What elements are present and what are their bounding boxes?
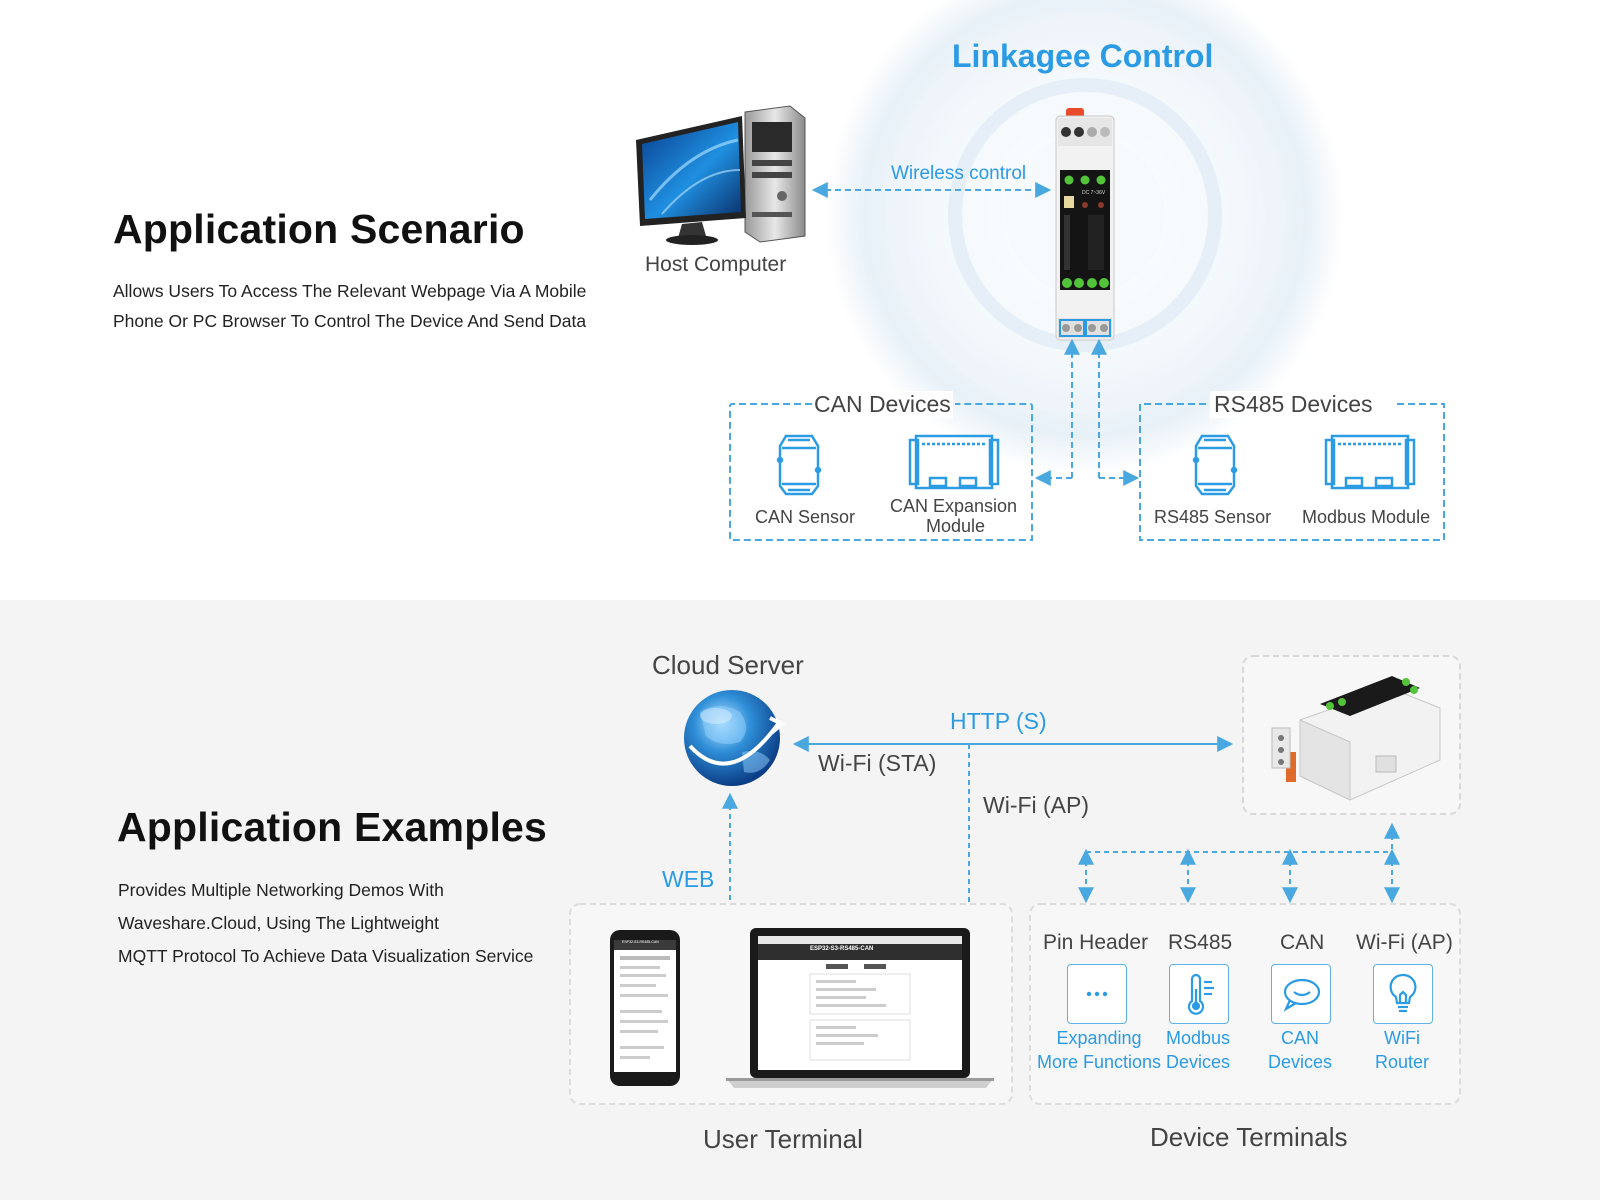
http-label: HTTP (S) [950,708,1047,734]
device-terminals-box [1029,903,1461,1105]
thermometer-icon [1187,973,1214,1015]
lightbulb-icon [1389,973,1417,1013]
laptop-image [726,928,994,1088]
modbus-module-icon [1324,434,1416,490]
device-terminals-connectors [1078,822,1400,904]
terminal-wifi-line-1: WiFi [1384,1028,1420,1048]
rs485-sensor-label: RS485 Sensor [1154,507,1272,527]
terminal-icon-box-wifi [1373,964,1433,1024]
device-perspective-image [1271,676,1441,801]
modbus-module-label: Modbus Module [1302,507,1431,527]
terminal-can-line-1: CAN [1280,1028,1319,1048]
wifi-ap-label: Wi-Fi (AP) [983,792,1090,818]
terminal-rs485-line-1: Modbus [1165,1028,1231,1048]
can-devices-title: CAN Devices [812,391,953,418]
can-sensor-icon [776,434,822,496]
laptop-screen-title: ESP32-S3-RS485-CAN [810,946,874,952]
linkage-control-heading: Linkagee Control [952,38,1214,74]
web-label: WEB [662,866,715,892]
device-bus-connectors [1034,338,1140,486]
rs485-sensor-icon [1192,434,1238,496]
terminal-can-line-2: Devices [1267,1052,1333,1072]
host-computer-label: Host Computer [645,253,787,276]
device-voltage-text: DC 7~36V [1082,190,1106,196]
can-expansion-label-line-2: Module [926,516,986,536]
phone-image [610,930,680,1086]
can-sensor-label: CAN Sensor [755,507,856,527]
examples-description-line-2: Waveshare.Cloud, Using The Lightweight [118,913,440,933]
rs485-devices-box [1139,403,1445,541]
examples-description-line-3: MQTT Protocol To Achieve Data Visualizat… [118,946,534,966]
terminal-wifi-line-2: Router [1374,1052,1430,1072]
terminal-header-can: CAN [1280,931,1325,954]
phone-screen-title: ESP32-S3-RS485-CAN [622,940,659,944]
chat-bubble-icon [1283,978,1321,1012]
cloud-server-globe-icon [684,690,786,786]
can-devices-box [729,403,1033,541]
user-terminal-label: User Terminal [703,1124,863,1154]
examples-description-line-1: Provides Multiple Networking Demos With [118,880,444,900]
wifi-sta-label: Wi-Fi (STA) [818,750,937,776]
terminal-icon-box-rs485 [1169,964,1229,1024]
scenario-description-line-1: Allows Users To Access The Relevant Webp… [113,281,587,301]
scenario-description-line-2: Phone Or PC Browser To Control The Devic… [113,311,587,331]
cloud-server-label: Cloud Server [652,650,804,680]
rs485-devices-title: RS485 Devices [1210,391,1377,418]
terminal-rs485-line-2: Devices [1165,1052,1231,1072]
host-computer-icon [636,105,806,245]
device-terminals-label: Device Terminals [1150,1122,1348,1152]
terminal-header-rs485: RS485 [1168,931,1233,954]
terminal-icon-box-can [1271,964,1331,1024]
terminal-pin-line-1: Expanding [1056,1028,1142,1048]
terminal-header-wifi: Wi-Fi (AP) [1356,931,1453,954]
can-expansion-label-line-1: CAN Expansion [890,496,1018,516]
scenario-title: Application Scenario [113,206,525,252]
wireless-control-label: Wireless control [891,163,1027,184]
terminal-pin-line-2: More Functions [1036,1052,1162,1072]
terminal-header-pin: Pin Header [1043,931,1149,954]
dots-icon [1086,991,1108,997]
terminal-icon-box-pin [1067,964,1127,1024]
can-expansion-module-icon [908,434,1000,490]
din-rail-device: DC 7~36V [1055,108,1115,341]
examples-title: Application Examples [117,804,548,850]
